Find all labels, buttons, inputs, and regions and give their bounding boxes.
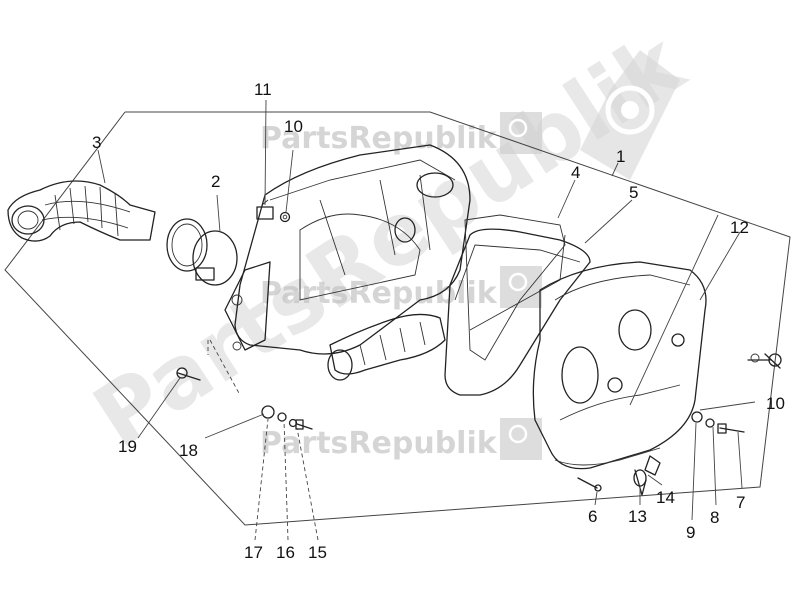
callout-16: 16 bbox=[276, 543, 295, 562]
watermark-3-text: PartsRepublik bbox=[260, 426, 498, 461]
watermark-gear-large bbox=[580, 50, 680, 180]
gear-icon bbox=[500, 112, 542, 154]
watermark-large-text: PartsRepublik bbox=[77, 13, 702, 467]
callout-5: 5 bbox=[629, 183, 638, 202]
callout-1: 1 bbox=[616, 147, 625, 166]
intake-duct bbox=[7, 180, 156, 242]
small-fittings-top bbox=[256, 199, 291, 223]
assembly-frame bbox=[4, 111, 791, 526]
callout-3: 3 bbox=[92, 133, 101, 152]
callout-15: 15 bbox=[308, 543, 327, 562]
callout-11: 11 bbox=[254, 80, 272, 99]
callout-17: 17 bbox=[244, 543, 263, 562]
callout-7: 7 bbox=[736, 493, 745, 512]
callout-10-top: 10 bbox=[284, 117, 303, 136]
gear-icon bbox=[500, 266, 542, 308]
watermark-1: PartsRepublik bbox=[260, 112, 542, 156]
right-fasteners bbox=[691, 353, 782, 434]
watermark-1-text: PartsRepublik bbox=[260, 121, 498, 156]
callout-19: 19 bbox=[118, 437, 137, 456]
callout-9: 9 bbox=[686, 523, 695, 542]
filter-cover bbox=[532, 261, 707, 487]
callout-10-right: 10 bbox=[766, 394, 785, 413]
callout-8: 8 bbox=[710, 508, 719, 527]
callout-4: 4 bbox=[571, 163, 580, 182]
hose-clamp bbox=[166, 218, 238, 286]
left-fasteners bbox=[176, 367, 313, 430]
callout-2: 2 bbox=[211, 172, 220, 191]
filter-housing bbox=[224, 144, 471, 381]
callout-labels: 1 2 3 4 5 6 7 8 9 10 10 11 12 13 14 15 1… bbox=[92, 80, 785, 562]
callout-13: 13 bbox=[628, 507, 647, 526]
callout-6: 6 bbox=[588, 507, 597, 526]
gear-icon bbox=[500, 418, 542, 460]
watermark-3: PartsRepublik bbox=[260, 418, 542, 461]
callout-12: 12 bbox=[730, 218, 749, 237]
callout-18: 18 bbox=[179, 441, 198, 460]
watermark-large: PartsRepublik bbox=[77, 13, 702, 467]
callout-14: 14 bbox=[656, 488, 675, 507]
drain-parts bbox=[577, 469, 647, 496]
leader-lines bbox=[97, 99, 756, 541]
